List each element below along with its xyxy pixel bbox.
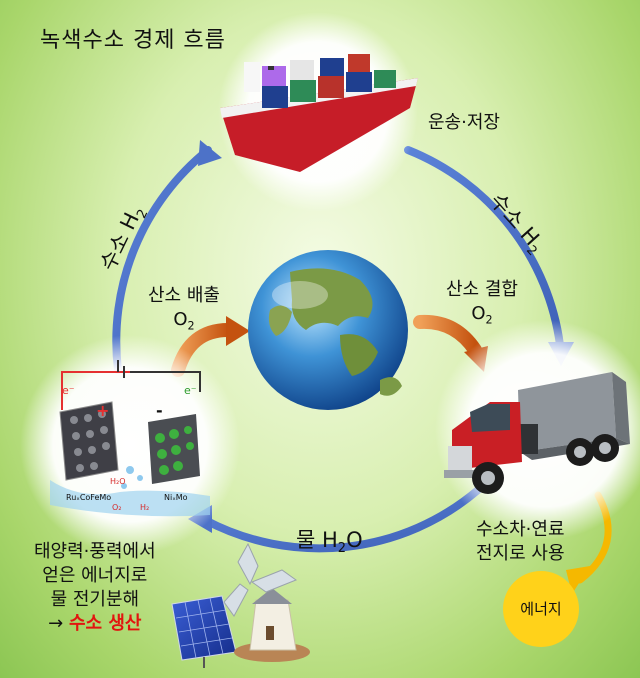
minus-sign: - — [156, 401, 163, 420]
production-line4: → 수소 생산 — [34, 612, 156, 636]
globe-icon — [248, 250, 408, 410]
electron-left: e⁻ — [62, 384, 75, 397]
oxygen-combine-line1: 산소 결합 — [446, 279, 518, 300]
diagram-title: 녹색수소 경제 흐름 — [40, 28, 226, 53]
fuel-cell-label: 수소차·연료 전지로 사용 — [476, 518, 565, 566]
oxygen-combine-line2: O2 — [471, 303, 493, 327]
windmill-icon — [223, 542, 310, 662]
h2-label: H₂ — [140, 503, 149, 512]
arc-right-top — [404, 146, 564, 349]
energy-arrowhead — [566, 566, 590, 594]
production-line3: 물 전기분해 — [50, 589, 140, 610]
fuel-cell-line2: 전지로 사용 — [476, 543, 565, 564]
anode-catalyst-label: RuₓCoFeMo — [66, 493, 111, 502]
electrolyzer-halo — [20, 335, 240, 555]
cargo-ship-icon — [220, 54, 418, 172]
water-label: 물 H2O — [296, 524, 363, 556]
production-label: 태양력·풍력에서 얻은 에너지로 물 전기분해 → 수소 생산 — [34, 540, 156, 636]
water-sub: 2 — [337, 541, 347, 557]
water-tail: O — [346, 528, 363, 552]
oxygen-combine-label: 산소 결합 O2 — [446, 278, 518, 333]
fuel-cell-line1: 수소차·연료 — [476, 519, 565, 540]
electron-right: e⁻ — [184, 384, 197, 397]
oxygen-arrowhead-left — [226, 316, 250, 346]
arrowhead-left — [198, 140, 222, 166]
oxygen-release-line2: O2 — [173, 309, 195, 333]
electrolyzer-labels: e⁻ e⁻ + - H₂O O₂ H₂ RuₓCoFeMo NiₓMo — [62, 384, 197, 512]
production-arrow: → — [48, 613, 64, 634]
water-text: 물 H — [296, 528, 338, 552]
oxygen-release-label: 산소 배출 O2 — [148, 284, 220, 339]
h2o-label: H₂O — [110, 477, 126, 486]
oxygen-arrow-right — [413, 314, 482, 357]
transport-label: 운송·저장 — [428, 112, 500, 133]
o2-label: O₂ — [112, 503, 122, 512]
dump-truck-icon — [444, 372, 630, 494]
arc-bottom — [201, 486, 482, 553]
production-highlight: 수소 생산 — [68, 613, 142, 634]
energy-circle — [503, 571, 579, 647]
cathode-catalyst-label: NiₓMo — [164, 493, 188, 502]
electrolyzer-icon — [50, 360, 210, 517]
energy-label: 에너지 — [520, 600, 562, 618]
plus-sign: + — [96, 401, 109, 420]
oxygen-release-line1: 산소 배출 — [148, 285, 220, 306]
production-line2: 얻은 에너지로 — [42, 565, 148, 586]
solar-panel-icon — [171, 595, 237, 668]
production-line1: 태양력·풍력에서 — [34, 541, 156, 562]
